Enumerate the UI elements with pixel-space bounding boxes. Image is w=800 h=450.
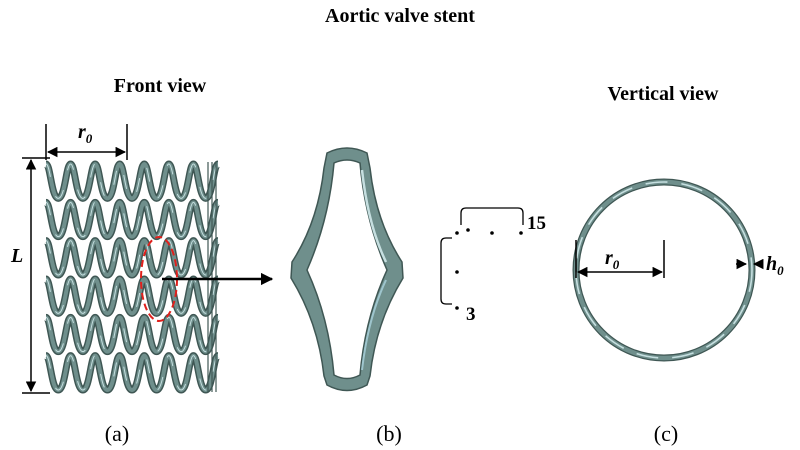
vertical-view-heading: Vertical view	[608, 83, 719, 105]
front-view-heading: Front view	[114, 75, 207, 97]
figure-title: Aortic valve stent	[325, 5, 475, 27]
stent-row-fill	[44, 161, 220, 201]
front-view-panel: Front view r0 L (a)	[10, 75, 274, 446]
radius-label-vertical: r0	[605, 247, 620, 272]
unit-cell-strut	[290, 147, 404, 392]
stent-row-fill	[44, 238, 220, 278]
stent-row-fill	[44, 276, 220, 316]
thickness-dimension: h0	[736, 253, 784, 278]
radius-dimension-front: r0	[45, 121, 128, 160]
length-label: L	[10, 245, 23, 267]
thickness-label: h0	[766, 253, 784, 278]
stent-row-fill	[44, 200, 220, 239]
unit-cell-panel: 15 3 (b)	[290, 147, 546, 446]
vertical-view-caption: (c)	[654, 421, 678, 446]
front-view-caption: (a)	[105, 421, 129, 446]
strut-layout-schematic: 15 3	[440, 207, 546, 325]
radius-label-front: r0	[78, 121, 93, 146]
length-dimension: L	[10, 157, 50, 394]
stent-mesh	[42, 160, 222, 394]
stent-row-fill	[44, 315, 220, 354]
strut-count-top: 15	[527, 213, 546, 234]
vertical-view-panel: Vertical view r0 h0 (c)	[572, 83, 784, 446]
radius-dimension-vertical: r0	[575, 240, 665, 278]
stent-row-fill	[44, 353, 220, 393]
strut-count-bottom: 3	[466, 304, 476, 325]
unit-cell-caption: (b)	[376, 421, 402, 446]
